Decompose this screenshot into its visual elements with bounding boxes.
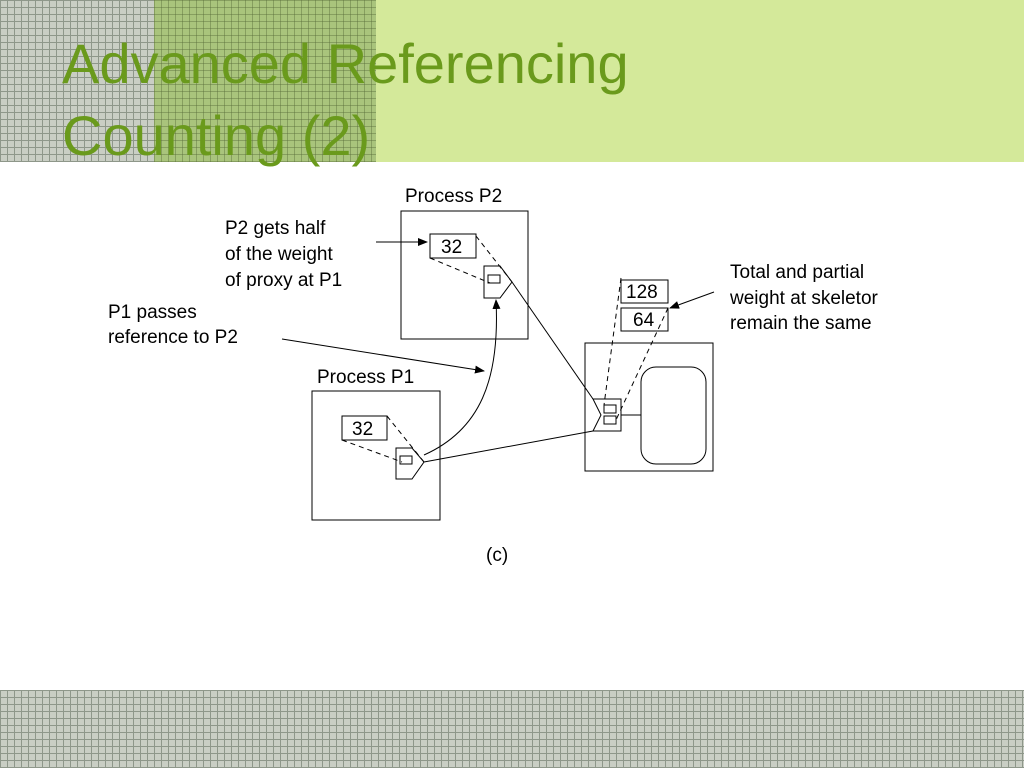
annotation-p2-line-1: P2 gets half bbox=[225, 218, 326, 239]
process-p2-label: Process P2 bbox=[405, 186, 502, 207]
skeleton-total-weight-box bbox=[620, 279, 669, 304]
slide-title: Advanced Referencing Counting (2) bbox=[62, 28, 762, 172]
annotation-skeleton-line-2: weight at skeletor bbox=[729, 288, 879, 309]
annotation-p1-line-1: P1 passes bbox=[108, 302, 197, 323]
annotation-p2-line-2: of the weight bbox=[225, 244, 333, 265]
process-p1-label: Process P1 bbox=[317, 367, 414, 388]
server-object bbox=[640, 366, 707, 465]
total-weight-link bbox=[603, 277, 622, 406]
p2-proxy bbox=[483, 265, 513, 299]
skeleton bbox=[592, 398, 622, 432]
skeleton-partial-weight-value: 64 bbox=[633, 310, 655, 331]
p2-weight-link-2 bbox=[429, 257, 491, 284]
p1-weight-box bbox=[341, 415, 388, 441]
diagram-caption: (c) bbox=[486, 545, 508, 566]
footer-grid-pattern bbox=[0, 690, 1024, 768]
p1-to-skeleton-reference bbox=[423, 430, 594, 463]
p1-weight-value: 32 bbox=[352, 419, 373, 440]
server-process-box bbox=[584, 342, 714, 472]
header-grid-pattern bbox=[0, 0, 154, 162]
annotation-skeleton-arrow bbox=[669, 291, 715, 309]
reference-counting-diagram: Process P2 32 Process P1 32 128 64 P2 ge… bbox=[108, 186, 879, 566]
header-grid-accent bbox=[154, 0, 376, 162]
p2-weight-link-1 bbox=[475, 235, 513, 283]
header-band bbox=[376, 0, 1024, 162]
p2-proxy-slot bbox=[487, 274, 501, 284]
skeleton-slot-2 bbox=[603, 415, 617, 425]
slide-title-line-1: Advanced Referencing bbox=[62, 32, 629, 95]
skeleton-slot-1 bbox=[603, 404, 617, 414]
process-p1-box bbox=[311, 390, 441, 521]
p1-weight-link-2 bbox=[341, 439, 403, 463]
slide-title-line-2: Counting (2) bbox=[62, 104, 371, 167]
skeleton-total-weight-value: 128 bbox=[626, 282, 658, 303]
annotation-skeleton-line-1: Total and partial bbox=[730, 262, 864, 283]
skeleton-partial-weight-box bbox=[620, 307, 669, 332]
partial-weight-link bbox=[615, 307, 669, 421]
process-p2-box bbox=[400, 210, 529, 340]
p1-proxy-slot bbox=[399, 455, 413, 465]
p1-weight-link-1 bbox=[386, 415, 425, 463]
annotation-p2-line-3: of proxy at P1 bbox=[225, 270, 342, 291]
annotation-p1-line-2: reference to P2 bbox=[108, 327, 238, 348]
reference-pass-arrow bbox=[423, 299, 501, 456]
p2-weight-box bbox=[429, 233, 477, 259]
p2-to-skeleton-reference bbox=[511, 281, 594, 400]
p2-weight-value: 32 bbox=[441, 237, 462, 258]
annotation-p1-arrow bbox=[281, 338, 485, 374]
annotation-skeleton-line-3: remain the same bbox=[730, 313, 872, 334]
